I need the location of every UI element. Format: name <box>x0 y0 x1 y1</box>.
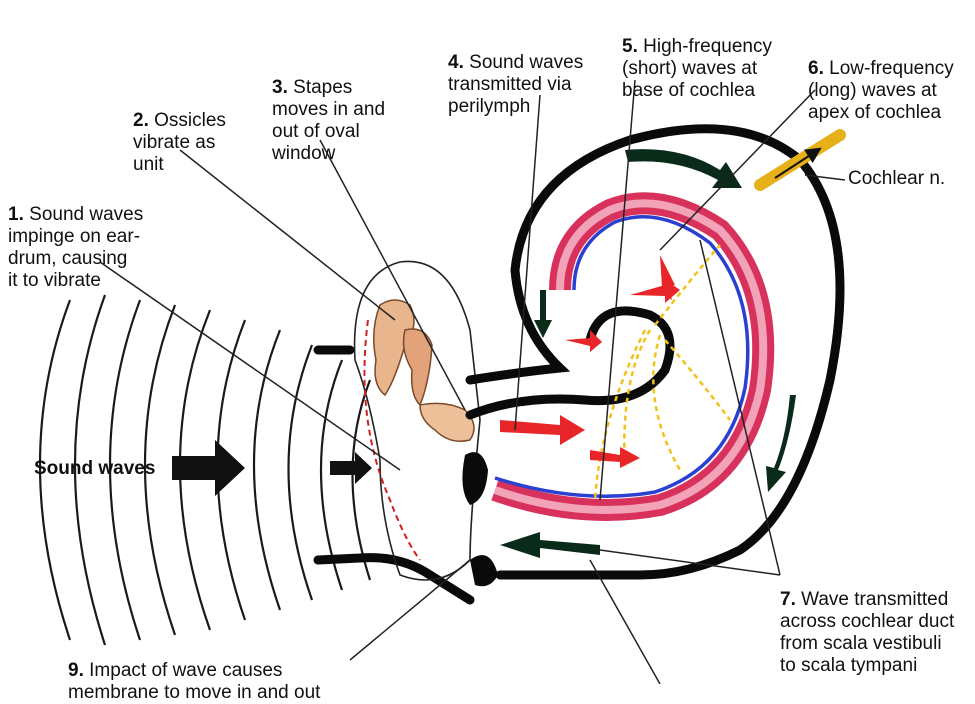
step-9-label: 9. Impact of wave causes membrane to mov… <box>68 638 368 704</box>
leader-7a <box>700 240 780 575</box>
big-arrow-icon <box>172 440 245 496</box>
step-3-label: 3. Stapes moves in and out of oval windo… <box>272 55 422 165</box>
step-2-label: 2. Ossicles vibrate as unit <box>133 88 273 176</box>
step-4-number: 4. <box>448 52 464 73</box>
red-arrow-icon <box>500 415 585 445</box>
sound-arrows <box>172 440 372 496</box>
step-2-number: 2. <box>133 110 149 131</box>
step-3-number: 3. <box>272 77 288 98</box>
red-arrow-icon <box>590 447 640 468</box>
step-3-text: Stapes moves in and out of oval window <box>272 77 385 164</box>
step-5-text: High-frequency (short) waves at base of … <box>622 36 772 101</box>
flow-arrow-icon <box>766 395 796 492</box>
oval-window <box>462 452 498 586</box>
step-6-number: 6. <box>808 58 824 79</box>
step-6-text: Low-frequency (long) waves at apex of co… <box>808 58 954 123</box>
step-7-number: 7. <box>780 589 796 610</box>
step-5-number: 5. <box>622 36 638 57</box>
step-1-text: Sound waves impinge on ear- drum, causin… <box>8 204 143 291</box>
flow-arrow-icon <box>625 149 742 188</box>
step-1-label: 1. Sound waves impinge on ear- drum, cau… <box>8 182 198 292</box>
small-arrow-icon <box>330 452 372 484</box>
ossicles <box>374 300 474 441</box>
step-4-text: Sound waves transmitted via perilymph <box>448 52 583 117</box>
step-6-label: 6. Low-frequency (long) waves at apex of… <box>808 36 973 124</box>
step-4-label: 4. Sound waves transmitted via perilymph <box>448 30 608 118</box>
step-7-text: Wave transmitted across cochlear duct fr… <box>780 589 954 676</box>
stapes <box>420 403 474 441</box>
red-wave-arrows <box>500 255 680 468</box>
basilar-membrane <box>495 203 763 510</box>
step-5-label: 5. High-frequency (short) waves at base … <box>622 14 802 102</box>
cochlea-diagram: 1. Sound waves impinge on ear- drum, cau… <box>0 0 975 684</box>
flow-arrow-icon <box>500 532 600 558</box>
step-1-number: 1. <box>8 204 24 225</box>
cochlear-nerve-label: Cochlear n. <box>848 168 945 190</box>
step-9-text: Impact of wave causes membrane to move i… <box>68 660 320 703</box>
sound-waves-label: Sound waves <box>34 458 155 480</box>
step-9-number: 9. <box>68 660 84 681</box>
step-7-label: 7. Wave transmitted across cochlear duct… <box>780 567 974 677</box>
